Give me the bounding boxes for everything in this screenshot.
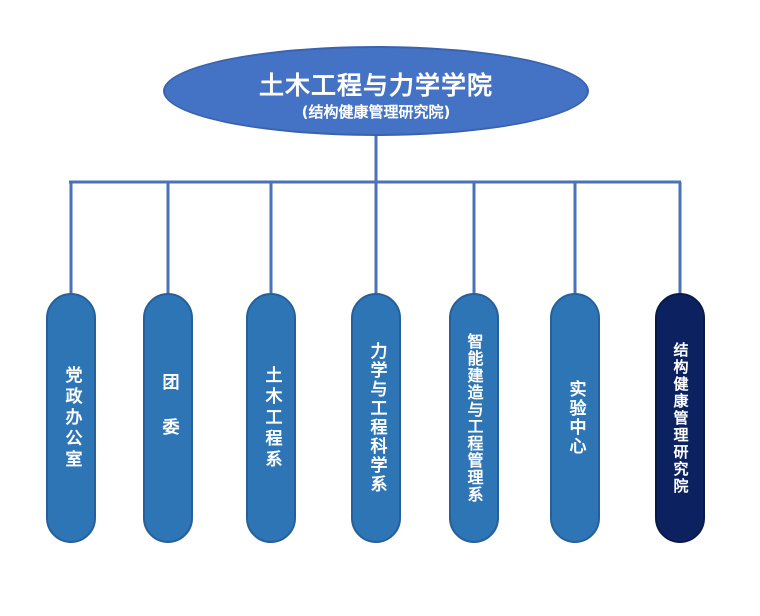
dept-node-youth-league: 团委 [143, 293, 193, 543]
root-subtitle: (结构健康管理研究院) [301, 103, 451, 121]
dept-label: 结构健康管理研究院 [671, 341, 690, 495]
dept-node-structural-health-institute: 结构健康管理研究院 [655, 293, 705, 543]
dept-node-mechanics: 力学与工程科学系 [351, 293, 401, 543]
dept-node-civil-engineering: 土木工程系 [246, 293, 296, 543]
root-title: 土木工程与力学学院 [258, 71, 493, 100]
root-node-college: 土木工程与力学学院 (结构健康管理研究院) [163, 46, 589, 136]
dept-label: 党政办公室 [61, 365, 82, 471]
dept-node-party-office: 党政办公室 [46, 293, 96, 543]
dept-label: 智能建造与工程管理系 [464, 333, 484, 503]
dept-node-intelligent-construction: 智能建造与工程管理系 [449, 293, 499, 543]
dept-node-lab-center: 实验中心 [550, 293, 600, 543]
dept-label: 团委 [158, 373, 179, 463]
dept-label: 土木工程系 [261, 365, 282, 471]
dept-label: 力学与工程科学系 [366, 342, 387, 494]
dept-label: 实验中心 [565, 380, 586, 456]
